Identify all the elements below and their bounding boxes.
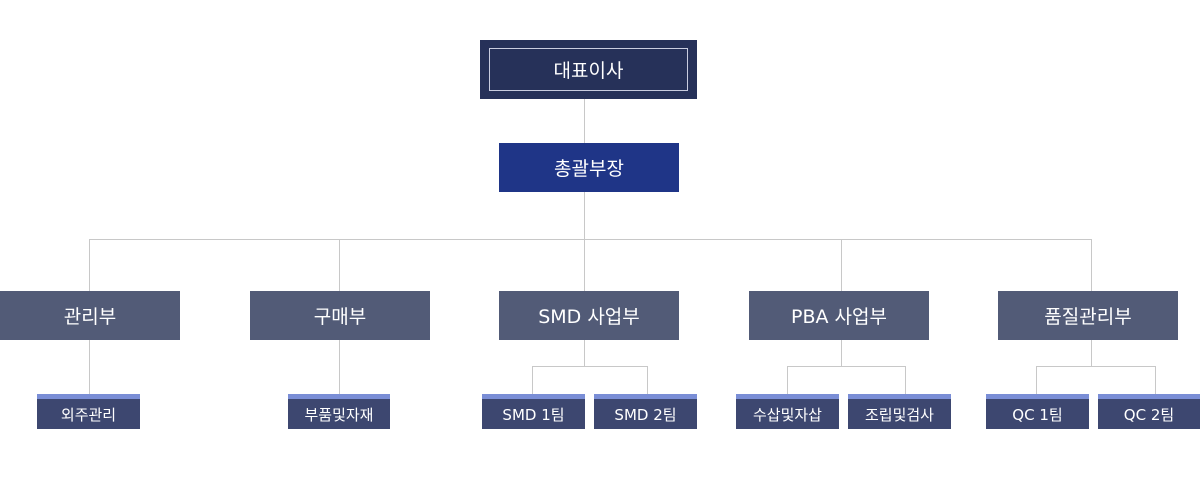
node-team-label: SMD 2팀 <box>614 406 677 424</box>
connector-smd-team-bus <box>532 366 648 367</box>
connector-bus-dept-pba <box>841 239 842 291</box>
node-ceo-label: 대표이사 <box>553 60 624 82</box>
node-team-qc-2: QC 2팀 <box>1098 394 1200 429</box>
node-team-qc-1: QC 1팀 <box>986 394 1089 429</box>
node-dept-pba: PBA 사업부 <box>749 291 929 340</box>
connector-bus-dept-smd <box>584 239 585 291</box>
node-dept-label: PBA 사업부 <box>791 306 887 328</box>
connector-dept-bus <box>89 239 1092 240</box>
node-team-smd-2: SMD 2팀 <box>594 394 697 429</box>
node-dept-smd: SMD 사업부 <box>499 291 679 340</box>
node-general-manager: 총괄부장 <box>499 143 679 192</box>
connector-qc-team1 <box>1036 366 1037 394</box>
node-dept-label: 품질관리부 <box>1044 306 1132 328</box>
node-team-label: QC 2팀 <box>1123 406 1175 424</box>
node-general-manager-label: 총괄부장 <box>554 158 624 180</box>
connector-bus-dept-admin <box>89 239 90 291</box>
connector-pba-down <box>841 340 842 366</box>
connector-qc-down <box>1091 340 1092 366</box>
node-team-outsourcing: 외주관리 <box>37 394 140 429</box>
node-ceo: 대표이사 <box>480 40 697 99</box>
node-dept-admin: 관리부 <box>0 291 180 340</box>
node-team-assembly-inspection: 조립및검사 <box>848 394 951 429</box>
node-dept-purchasing: 구매부 <box>250 291 430 340</box>
connector-ceo-gm <box>584 99 585 143</box>
node-dept-label: 구매부 <box>313 306 367 328</box>
connector-pba-team2 <box>905 366 906 394</box>
node-team-label: 외주관리 <box>60 406 117 424</box>
connector-purchasing-team <box>339 340 340 394</box>
node-team-parts-materials: 부품및자재 <box>288 394 390 429</box>
node-team-smd-1: SMD 1팀 <box>482 394 585 429</box>
connector-pba-team1 <box>787 366 788 394</box>
connector-smd-team2 <box>647 366 648 394</box>
connector-bus-dept-purchasing <box>339 239 340 291</box>
connector-qc-team2 <box>1155 366 1156 394</box>
connector-gm-bus <box>584 192 585 239</box>
node-dept-qc: 품질관리부 <box>998 291 1178 340</box>
node-team-label: 수삽및자삽 <box>752 406 822 424</box>
connector-qc-team-bus <box>1036 366 1156 367</box>
connector-smd-down <box>584 340 585 366</box>
connector-admin-team <box>89 340 90 394</box>
node-team-label: 부품및자재 <box>304 406 374 424</box>
node-team-insertion: 수삽및자삽 <box>736 394 839 429</box>
node-team-label: SMD 1팀 <box>502 406 565 424</box>
node-dept-label: SMD 사업부 <box>538 306 640 328</box>
connector-pba-team-bus <box>787 366 906 367</box>
connector-smd-team1 <box>532 366 533 394</box>
node-team-label: 조립및검사 <box>864 406 934 424</box>
connector-bus-dept-qc <box>1091 239 1092 291</box>
node-team-label: QC 1팀 <box>1012 406 1063 424</box>
node-dept-label: 관리부 <box>63 306 117 328</box>
